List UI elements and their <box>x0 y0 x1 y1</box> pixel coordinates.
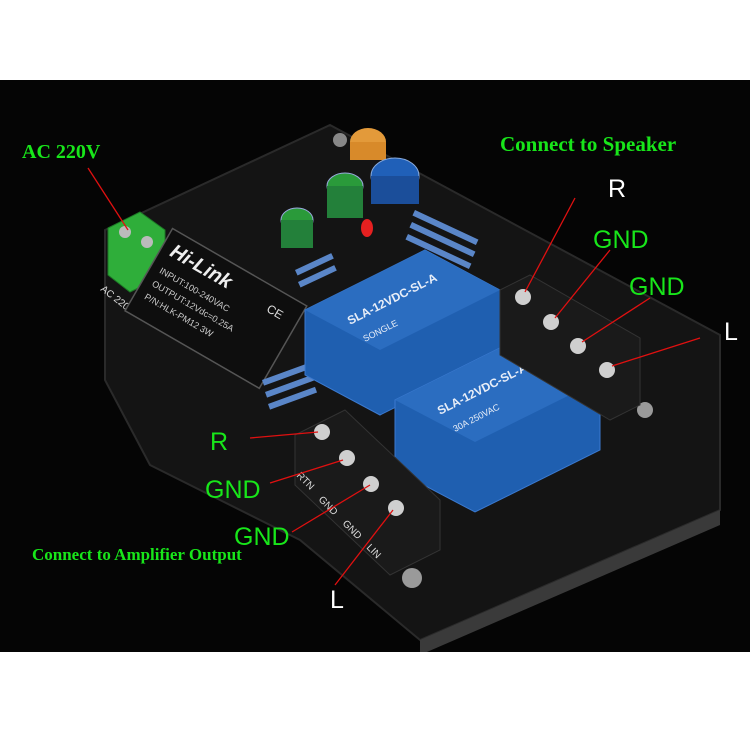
mounting-screw <box>402 568 422 588</box>
resistor-array <box>262 210 479 410</box>
pointer-lines <box>87 167 701 586</box>
terminal-screw <box>314 424 330 440</box>
mounting-screw <box>333 133 347 147</box>
speaker-title-label: Connect to Speaker <box>500 132 677 156</box>
speaker-l-label: L <box>724 318 738 346</box>
ac-input-label: AC 220V <box>22 141 101 163</box>
led-red <box>361 219 373 237</box>
amp-r-label: R <box>210 428 229 456</box>
speaker-gnd-label: GND <box>629 273 685 301</box>
speaker-gnd-label: GND <box>593 226 649 254</box>
terminal-screw <box>599 362 615 378</box>
amp-l-label: L <box>330 586 344 614</box>
amp-title-label: Connect to Amplifier Output <box>32 545 242 564</box>
power-module: Hi-Link INPUT:100-240VAC OUTPUT:12Vdc=0.… <box>124 227 308 390</box>
terminal-screw <box>515 289 531 305</box>
speaker-r-label: R <box>608 175 627 203</box>
amplifier-terminal-block: RTN GND GND LIN <box>294 409 441 576</box>
board-illustration: AC 220V Hi-Link INPUT:100-240VAC OUTPUT:… <box>87 123 721 652</box>
ac-terminal-screw <box>119 226 131 238</box>
terminal-screw <box>339 450 355 466</box>
terminal-screw <box>363 476 379 492</box>
ac-terminal-screw <box>141 236 153 248</box>
pcb-edge <box>420 510 720 652</box>
amp-gnd-label: GND <box>205 476 261 504</box>
product-photo: AC 220V Hi-Link INPUT:100-240VAC OUTPUT:… <box>0 80 750 652</box>
amp-gnd-label: GND <box>234 523 290 551</box>
mounting-screw <box>637 402 653 418</box>
